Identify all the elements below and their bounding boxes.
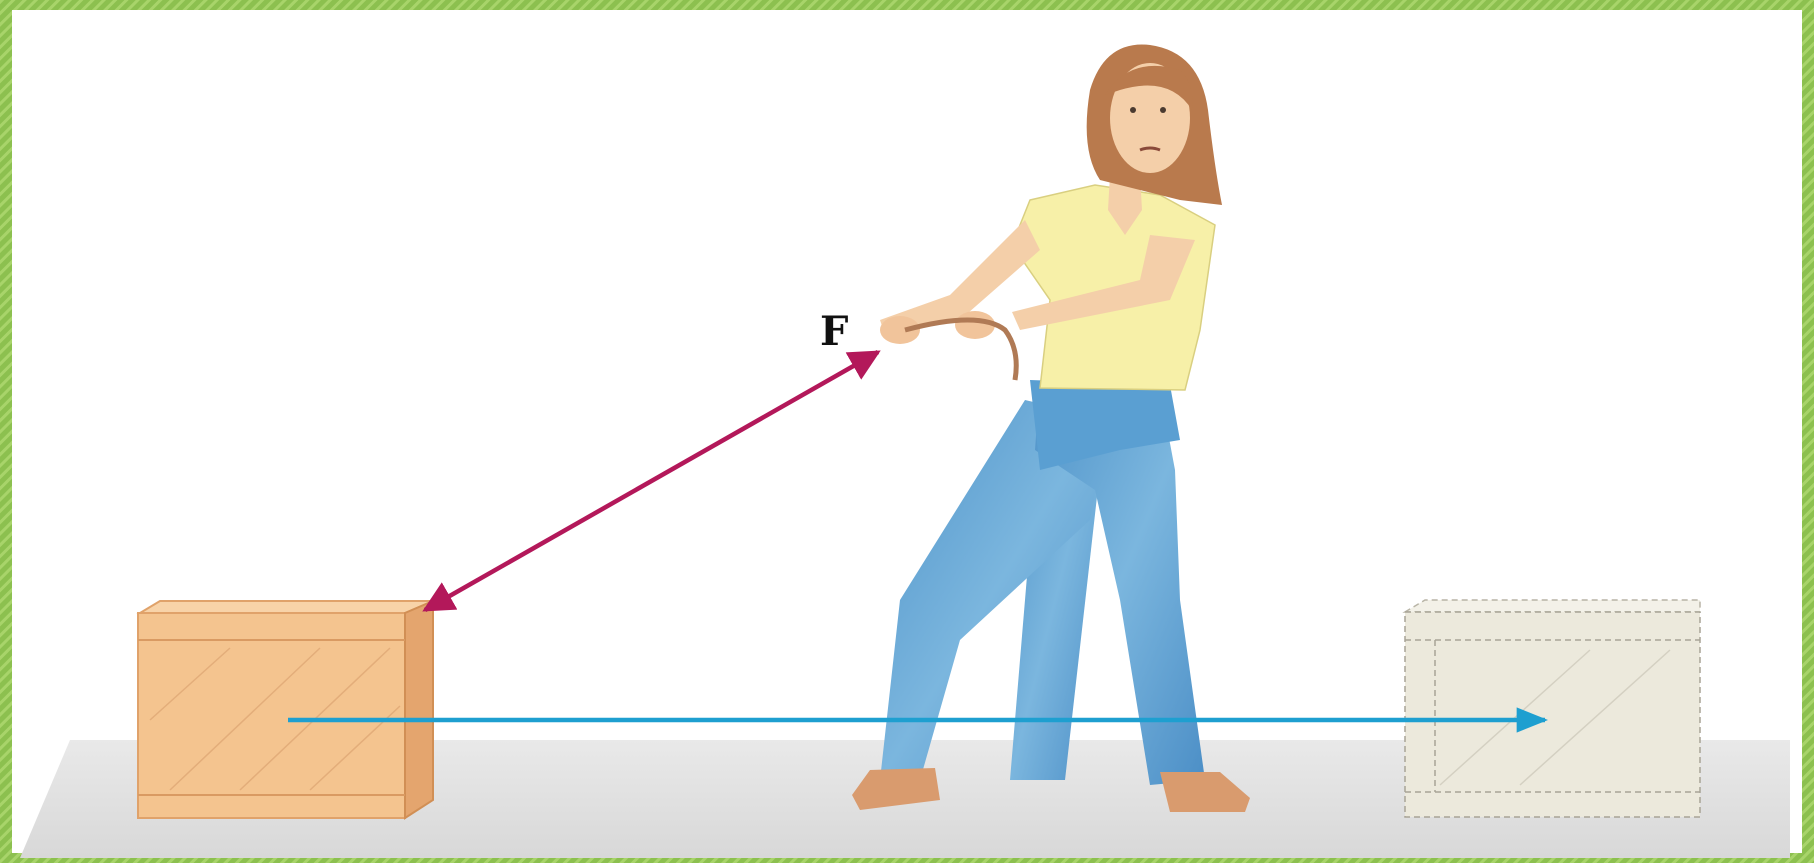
crate-final bbox=[1402, 599, 1701, 818]
force-vector bbox=[422, 350, 881, 612]
crate-initial bbox=[136, 599, 434, 820]
force-label: F bbox=[820, 308, 848, 355]
left-shoe bbox=[852, 768, 940, 810]
woman-pulling-rope bbox=[852, 44, 1250, 812]
right-shoe bbox=[1160, 772, 1250, 812]
